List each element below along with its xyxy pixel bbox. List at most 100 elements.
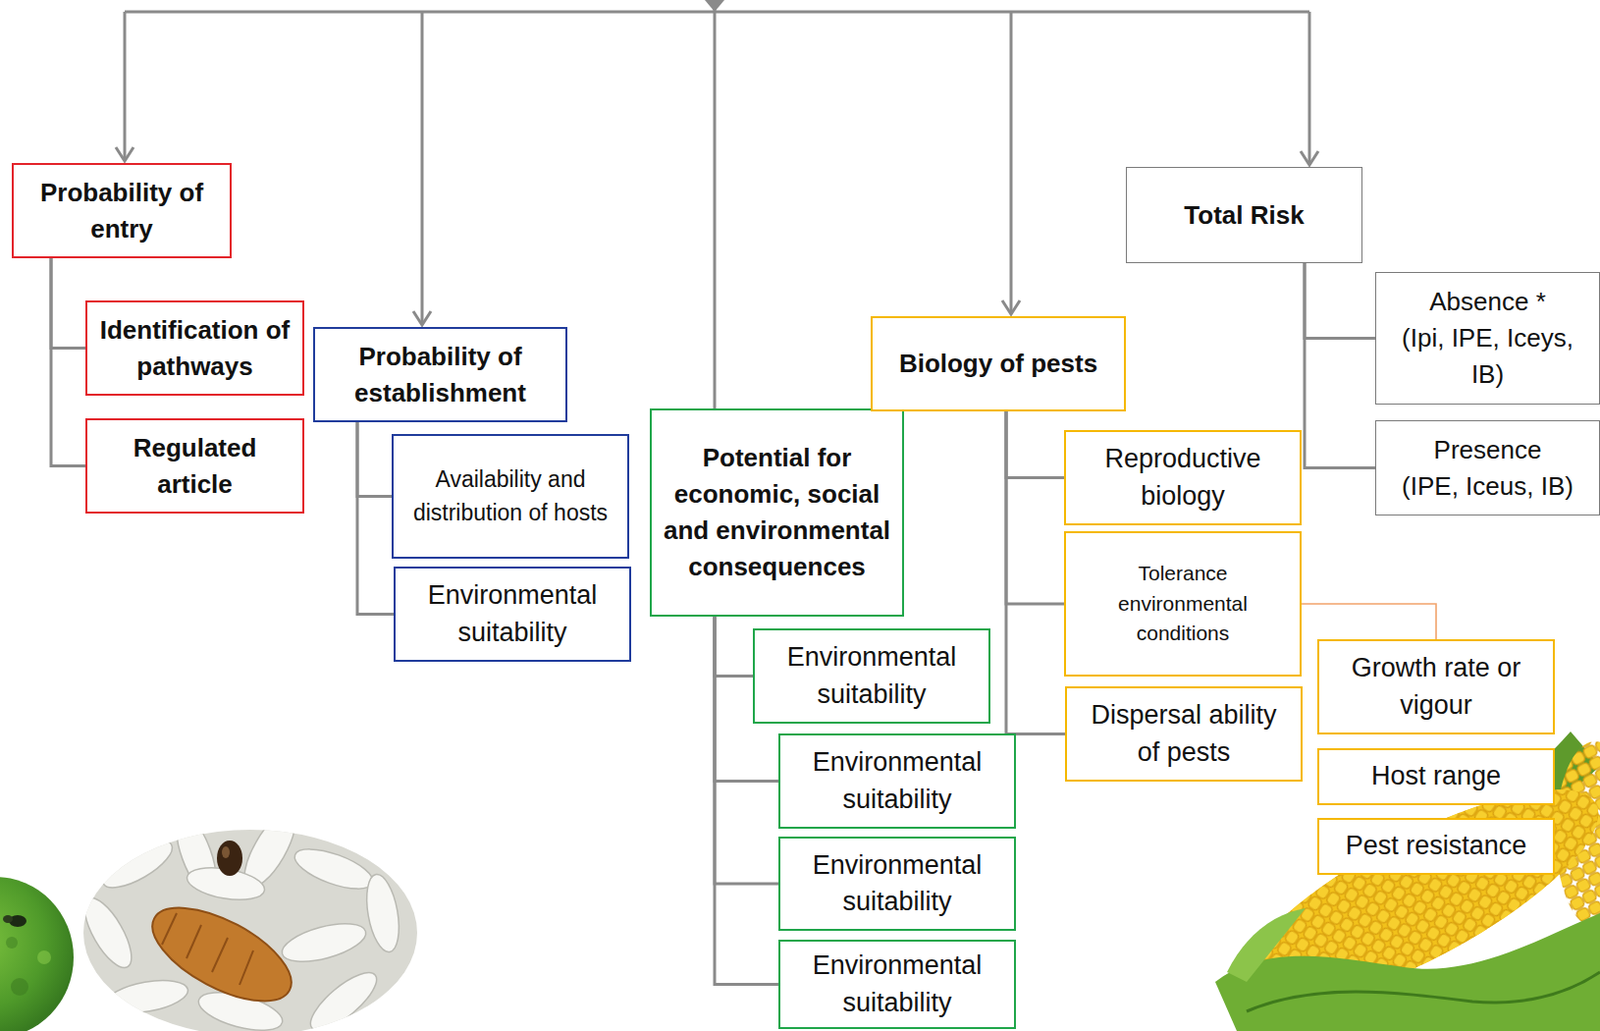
branch-line bbox=[124, 10, 1310, 14]
beetle-shine bbox=[221, 846, 230, 858]
box-label: Absence * bbox=[1386, 283, 1590, 320]
box-label: Identification of pathways bbox=[97, 312, 293, 385]
insect bbox=[2, 914, 13, 923]
box-text-wrap: Presence(IPE, Iceus, IB) bbox=[1386, 431, 1590, 505]
box-label: Regulated article bbox=[97, 429, 293, 503]
arrow-head bbox=[704, 0, 725, 12]
box-text-wrap: Environmental suitability bbox=[790, 947, 1005, 1021]
leaf-texture bbox=[5, 936, 18, 949]
connector-line bbox=[714, 616, 753, 677]
box-label: Host range bbox=[1329, 757, 1544, 795]
box-label: Biology of pests bbox=[882, 345, 1115, 382]
connector-line bbox=[357, 422, 392, 497]
arrow-head bbox=[1002, 300, 1020, 315]
leaf-texture bbox=[10, 977, 29, 996]
criterion-box: Absence *(Ipi, IPE, Iceys, IB) bbox=[1375, 271, 1600, 405]
box-label: Environmental suitability bbox=[764, 639, 979, 713]
larva-segment bbox=[212, 937, 228, 972]
box-text-wrap: Host range bbox=[1329, 757, 1544, 795]
box-text-wrap: Growth rate or vigour bbox=[1329, 649, 1544, 724]
criterion-box: Tolerance environmental conditions bbox=[1064, 531, 1302, 677]
box-label: Availability and distribution of hosts bbox=[403, 463, 618, 530]
box-label: Growth rate or vigour bbox=[1329, 649, 1544, 724]
box-text-wrap: Environmental suitability bbox=[790, 847, 1005, 921]
arrow-head bbox=[413, 311, 431, 325]
larva bbox=[138, 888, 306, 1019]
box-text-wrap: Reproductive biology bbox=[1075, 440, 1290, 515]
box-label: Potential for economic, social and envir… bbox=[661, 439, 893, 586]
criterion-box: Host range bbox=[1317, 747, 1555, 805]
criterion-box: Availability and distribution of hosts bbox=[391, 433, 630, 559]
connector-line bbox=[1006, 411, 1065, 604]
box-text-wrap: Tolerance environmental conditions bbox=[1075, 558, 1290, 648]
box-text-wrap: Probability of establishment bbox=[324, 338, 556, 412]
box-text-wrap: Availability and distribution of hosts bbox=[403, 463, 618, 530]
box-label: Pest resistance bbox=[1329, 827, 1544, 864]
box-label: Environmental suitability bbox=[405, 577, 620, 651]
box-label: Environmental suitability bbox=[790, 847, 1005, 921]
criterion-box: Dispersal ability of pests bbox=[1065, 686, 1303, 782]
rice-grain bbox=[96, 831, 179, 897]
criterion-box: Growth rate or vigour bbox=[1317, 639, 1555, 735]
box-text-wrap: Environmental suitability bbox=[790, 744, 1005, 818]
rice-grain bbox=[302, 963, 385, 1031]
box-label: Tolerance environmental conditions bbox=[1075, 558, 1290, 648]
larva-segment bbox=[186, 924, 202, 959]
box-label: Dispersal ability of pests bbox=[1076, 696, 1291, 771]
result-box: Total Risk bbox=[1125, 166, 1363, 264]
rice-grain bbox=[361, 871, 404, 955]
larva-segment bbox=[161, 912, 177, 945]
box-text-wrap: Potential for economic, social and envir… bbox=[661, 439, 893, 586]
criterion-box: Probability of establishment bbox=[313, 326, 568, 423]
box-label: Environmental suitability bbox=[790, 744, 1005, 818]
rice-grain bbox=[289, 841, 377, 898]
husk-vein bbox=[1246, 971, 1600, 1012]
box-label: Environmental suitability bbox=[790, 947, 1005, 1021]
box-text-wrap: Absence *(Ipi, IPE, Iceys, IB) bbox=[1386, 283, 1590, 393]
criterion-box: Regulated article bbox=[85, 418, 305, 514]
branch-line bbox=[123, 11, 127, 161]
connector-line bbox=[1006, 411, 1065, 479]
connector-line bbox=[1304, 263, 1376, 469]
connector-line bbox=[51, 258, 86, 349]
connector-line bbox=[51, 258, 86, 467]
criterion-box: Environmental suitability bbox=[393, 566, 632, 662]
connector-line bbox=[357, 422, 394, 615]
criterion-box: Environmental suitability bbox=[778, 939, 1016, 1029]
box-label: Total Risk bbox=[1136, 197, 1352, 234]
box-text-wrap: Dispersal ability of pests bbox=[1076, 696, 1291, 771]
box-label: Presence bbox=[1386, 431, 1590, 469]
criterion-box: Presence(IPE, Iceus, IB) bbox=[1375, 420, 1600, 516]
criterion-box: Reproductive biology bbox=[1064, 429, 1302, 526]
box-label: Reproductive biology bbox=[1075, 440, 1290, 515]
box-text-wrap: Identification of pathways bbox=[97, 312, 293, 385]
rice-photo bbox=[75, 803, 418, 1031]
leaf-texture bbox=[37, 950, 52, 964]
box-text-wrap: Probability of entry bbox=[23, 174, 220, 248]
box-text-wrap: Pest resistance bbox=[1329, 827, 1544, 864]
rice-grain bbox=[104, 974, 191, 1018]
rice-grain bbox=[277, 915, 370, 969]
criterion-box: Biology of pests bbox=[870, 316, 1126, 412]
box-text-wrap: Regulated article bbox=[97, 429, 293, 503]
box-label: (Ipi, IPE, Iceys, IB) bbox=[1386, 320, 1590, 393]
box-label: Probability of establishment bbox=[324, 338, 556, 412]
branch-line bbox=[1010, 11, 1014, 315]
criterion-box: Identification of pathways bbox=[85, 300, 305, 396]
beetle bbox=[216, 840, 243, 876]
larva-segments bbox=[161, 912, 254, 985]
criterion-box: Potential for economic, social and envir… bbox=[649, 408, 905, 617]
box-label: Probability of entry bbox=[23, 174, 220, 248]
connector-line bbox=[1006, 411, 1066, 735]
branch-line bbox=[421, 11, 425, 325]
criterion-box: Pest resistance bbox=[1317, 817, 1555, 875]
rice-grain bbox=[75, 891, 141, 974]
branch-line bbox=[713, 0, 717, 409]
leaf-circle bbox=[0, 876, 74, 1031]
box-label: (IPE, Iceus, IB) bbox=[1386, 468, 1590, 505]
branch-line bbox=[1308, 11, 1312, 165]
criterion-box: Environmental suitability bbox=[778, 733, 1016, 829]
box-text-wrap: Total Risk bbox=[1136, 197, 1352, 234]
criterion-box: Environmental suitability bbox=[752, 628, 991, 724]
larva-segment bbox=[239, 950, 254, 985]
